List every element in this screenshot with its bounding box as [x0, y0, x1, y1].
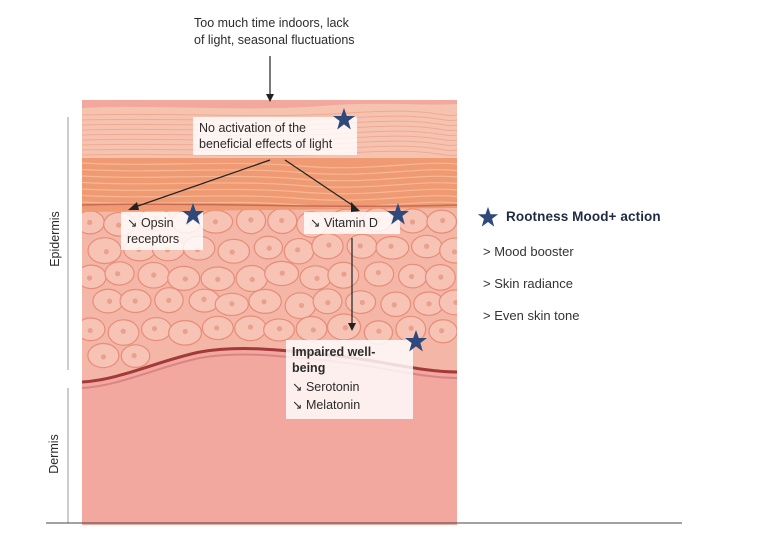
cell [439, 237, 457, 264]
cell-nucleus [408, 325, 414, 331]
cell-nucleus [229, 249, 235, 255]
cell-nucleus [376, 328, 382, 334]
orange-layer [82, 158, 457, 212]
cell-nucleus [310, 327, 316, 333]
cell-nucleus [248, 217, 254, 223]
cell-nucleus [87, 275, 93, 281]
wellbeing-box: Impaired well-being ↘ Serotonin ↘ Melato… [286, 340, 413, 419]
cell-nucleus [166, 297, 172, 303]
orange-line [82, 188, 457, 195]
cell-nucleus [214, 325, 220, 331]
legend-item-radiance: > Skin radiance [483, 276, 573, 291]
arrow-to-vitamin [284, 159, 356, 208]
top-caption-line2: of light, seasonal fluctuations [194, 33, 355, 47]
cell-nucleus [453, 299, 457, 306]
cell-nucleus [440, 217, 446, 224]
cell-nucleus [357, 243, 363, 249]
legend-star-icon [477, 206, 499, 227]
arrow-to-opsin [134, 159, 271, 208]
cell-nucleus [314, 275, 320, 281]
wellbeing-serotonin: ↘ Serotonin [292, 380, 360, 394]
cell-nucleus [359, 299, 365, 306]
cell-nucleus [201, 296, 207, 302]
star-icon [405, 330, 427, 352]
activation-box: No activation of the beneficial effects … [193, 117, 357, 155]
cell-nucleus [87, 219, 93, 225]
cell-nucleus [424, 243, 430, 249]
star-icon [182, 203, 204, 225]
cell-nucleus [279, 270, 285, 276]
cell-nucleus [247, 324, 253, 330]
corneum-line [82, 110, 457, 117]
cell [438, 289, 457, 316]
cell-nucleus [451, 249, 457, 255]
wellbeing-melatonin: ↘ Melatonin [292, 398, 361, 412]
cell-nucleus [103, 249, 109, 255]
star-icon [333, 108, 355, 130]
orange-line [82, 162, 457, 169]
cell-nucleus [279, 217, 285, 224]
legend-item-mood: > Mood booster [483, 244, 574, 259]
epidermis-label: Epidermis [48, 211, 62, 267]
vitamin-d-label: ↘ Vitamin D [310, 216, 378, 230]
legend-item-tone: > Even skin tone [483, 308, 580, 323]
cell [82, 317, 106, 342]
cell-nucleus [182, 276, 188, 282]
star-icon [387, 203, 409, 225]
cell-nucleus [325, 300, 331, 306]
wellbeing-title: Impaired well-being [292, 345, 376, 375]
activation-line1: No activation of the [199, 121, 307, 135]
orange-line [82, 168, 457, 175]
cell-nucleus [215, 276, 221, 283]
cell-nucleus [426, 301, 432, 307]
top-caption-line1: Too much time indoors, lack [194, 16, 349, 30]
cell-nucleus [261, 299, 267, 305]
cell-nucleus [341, 271, 347, 277]
cell-nucleus [342, 325, 348, 331]
activation-line2: beneficial effects of light [199, 137, 333, 151]
orange-line [82, 181, 457, 188]
cell-nucleus [100, 354, 107, 360]
cell-nucleus [409, 219, 416, 225]
orange-line [82, 175, 457, 182]
cell-nucleus [276, 326, 283, 332]
cell-nucleus [388, 243, 394, 249]
cell-nucleus [438, 328, 445, 334]
opsin-line1: ↘ Opsin [127, 216, 174, 230]
dermis-label: Dermis [47, 434, 61, 474]
cell-nucleus [295, 247, 301, 253]
cell-nucleus [408, 273, 415, 280]
cell-nucleus [375, 269, 381, 276]
cell-nucleus [391, 302, 397, 308]
cell-nucleus [229, 301, 235, 307]
cell-nucleus [115, 271, 121, 277]
cell-nucleus [298, 302, 305, 309]
vitamin-d-box: ↘ Vitamin D [304, 212, 400, 234]
legend-title: Rootness Mood+ action [506, 209, 661, 224]
cell-nucleus [131, 353, 137, 359]
cell-nucleus [116, 222, 122, 228]
cell-nucleus [182, 328, 188, 335]
cell-nucleus [249, 276, 255, 283]
cell-nucleus [151, 326, 158, 332]
opsin-box: ↘ Opsin receptors [121, 212, 203, 250]
cell-nucleus [132, 298, 138, 304]
cell-nucleus [266, 245, 272, 251]
cell-nucleus [212, 219, 219, 225]
cell-nucleus [87, 327, 93, 334]
orange-line [82, 194, 457, 201]
orange-line [82, 201, 457, 208]
cell-nucleus [438, 274, 444, 280]
cell-nucleus [151, 272, 157, 278]
cell-nucleus [326, 242, 332, 248]
cell-nucleus [120, 328, 126, 334]
cell-nucleus [106, 298, 113, 304]
opsin-line2: receptors [127, 232, 180, 246]
